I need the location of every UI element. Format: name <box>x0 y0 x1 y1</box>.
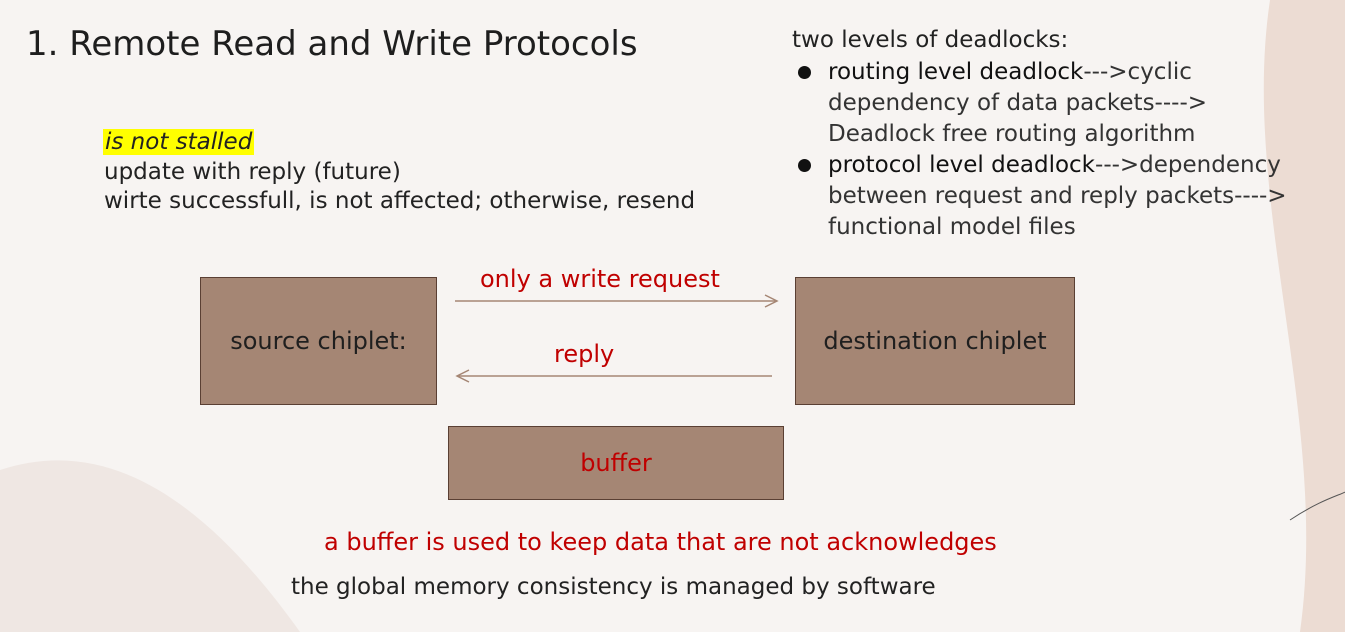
memory-consistency-note: the global memory consistency is managed… <box>291 574 936 600</box>
bullet-lead: protocol level deadlock <box>828 152 1096 178</box>
write-request-label: only a write request <box>480 265 720 293</box>
bullet-line: functional model files <box>828 214 1076 240</box>
bullet-item-routing: routing level deadlock--->cyclic depende… <box>798 57 1207 150</box>
stall-note-highlight: is not stalled <box>103 129 255 155</box>
bullet-dot-icon <box>798 159 811 172</box>
bullet-item-protocol: protocol level deadlock--->dependency be… <box>798 150 1287 243</box>
update-note: update with reply (future) <box>104 159 401 185</box>
bullet-line: Deadlock free routing algorithm <box>828 121 1196 147</box>
write-note: wirte successfull, is not affected; othe… <box>104 188 696 214</box>
bullet-lead: routing level deadlock <box>828 59 1084 85</box>
deadlock-heading: two levels of deadlocks: <box>792 27 1069 53</box>
bullet-dot-icon <box>798 66 811 79</box>
buffer-label: buffer <box>580 449 652 477</box>
bullet-line: dependency of data packets----> <box>828 90 1208 116</box>
destination-chiplet-label: destination chiplet <box>823 327 1047 355</box>
buffer-note: a buffer is used to keep data that are n… <box>324 528 997 556</box>
deadlock-list-routing: routing level deadlock--->cyclic depende… <box>798 57 1207 150</box>
slide-title: 1. Remote Read and Write Protocols <box>26 24 638 64</box>
bullet-rest: --->dependency <box>1095 152 1281 178</box>
bullet-rest: --->cyclic <box>1083 59 1192 85</box>
destination-chiplet-box: destination chiplet <box>795 277 1075 405</box>
buffer-box: buffer <box>448 426 784 500</box>
source-chiplet-box: source chiplet: <box>200 277 437 405</box>
deadlock-list-protocol: protocol level deadlock--->dependency be… <box>798 150 1287 243</box>
reply-label: reply <box>554 340 615 368</box>
source-chiplet-label: source chiplet: <box>230 327 407 355</box>
bullet-line: between request and reply packets----> <box>828 183 1287 209</box>
